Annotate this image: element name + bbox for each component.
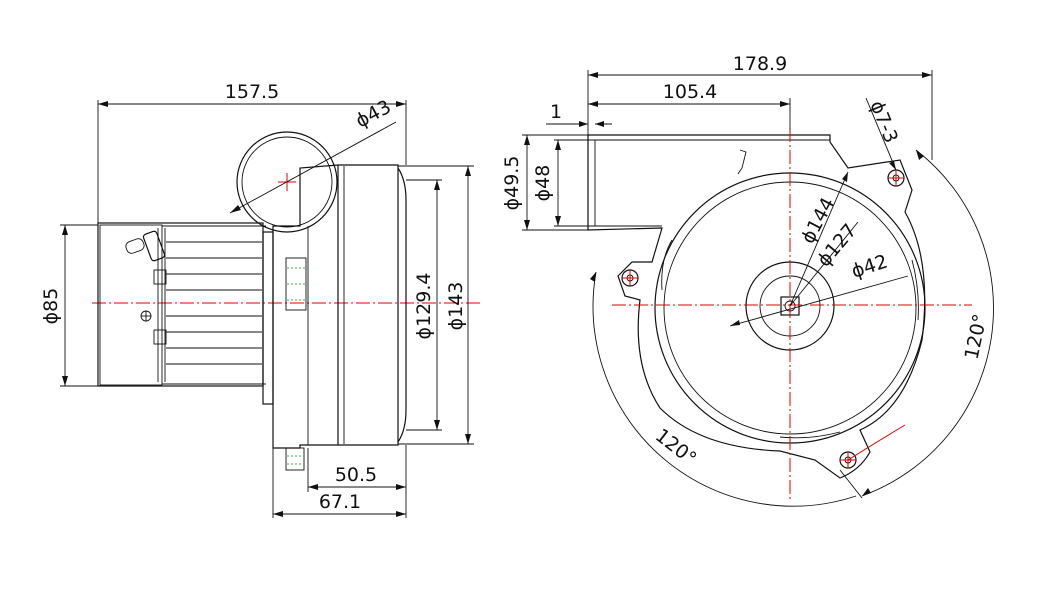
label-angle-right: 120° <box>961 312 992 361</box>
label-outlet-diameter: ϕ43 <box>352 96 395 133</box>
label-flange-thickness: 1 <box>550 101 562 123</box>
dim-overall-diameter <box>398 165 474 445</box>
bolt-circle-arc <box>847 424 906 461</box>
label-overall-width: 178.9 <box>733 53 787 75</box>
blower-housing <box>272 164 407 471</box>
label-housing-depth: 50.5 <box>335 464 377 486</box>
dim-mount-holes <box>865 97 897 171</box>
front-view: 178.9 105.4 1 ϕ49.5 ϕ48 <box>501 53 994 507</box>
dim-impeller-diameters <box>729 171 909 327</box>
label-motor-diameter: ϕ85 <box>40 288 62 325</box>
dim-flange-thickness <box>546 121 612 127</box>
dim-housing-diameter <box>406 179 442 431</box>
label-overall-length: 157.5 <box>225 81 279 103</box>
angle-arcs <box>590 149 994 507</box>
dim-outlet-offset <box>588 98 791 130</box>
label-housing-diameter: ϕ129.4 <box>413 273 435 340</box>
dim-overall-length <box>97 100 407 223</box>
side-view: 157.5 ϕ43 ϕ85 ϕ129.4 ϕ <box>40 81 482 518</box>
label-mount-holes: ϕ7-3 <box>865 98 902 147</box>
dim-motor-diameter <box>60 224 98 387</box>
dim-housing-depth <box>307 445 407 518</box>
label-outlet-offset: 105.4 <box>663 81 717 103</box>
volute-housing <box>587 134 926 479</box>
label-total-depth: 67.1 <box>319 491 361 513</box>
cooling-fins <box>166 241 262 365</box>
cable-gland <box>125 230 166 262</box>
label-hub-diameter: ϕ42 <box>849 250 891 282</box>
outlet-pipe <box>236 131 338 233</box>
dim-total-depth <box>272 448 406 518</box>
label-overall-diameter: ϕ143 <box>445 282 467 331</box>
mounting-flange <box>262 231 274 405</box>
dim-outlet-diameters <box>522 134 588 231</box>
label-outlet-inner: ϕ48 <box>532 165 554 202</box>
dim-outlet-diameter <box>229 121 397 214</box>
screw-icon <box>140 310 152 322</box>
label-outlet-outer: ϕ49.5 <box>501 156 523 211</box>
motor-body <box>97 222 266 387</box>
